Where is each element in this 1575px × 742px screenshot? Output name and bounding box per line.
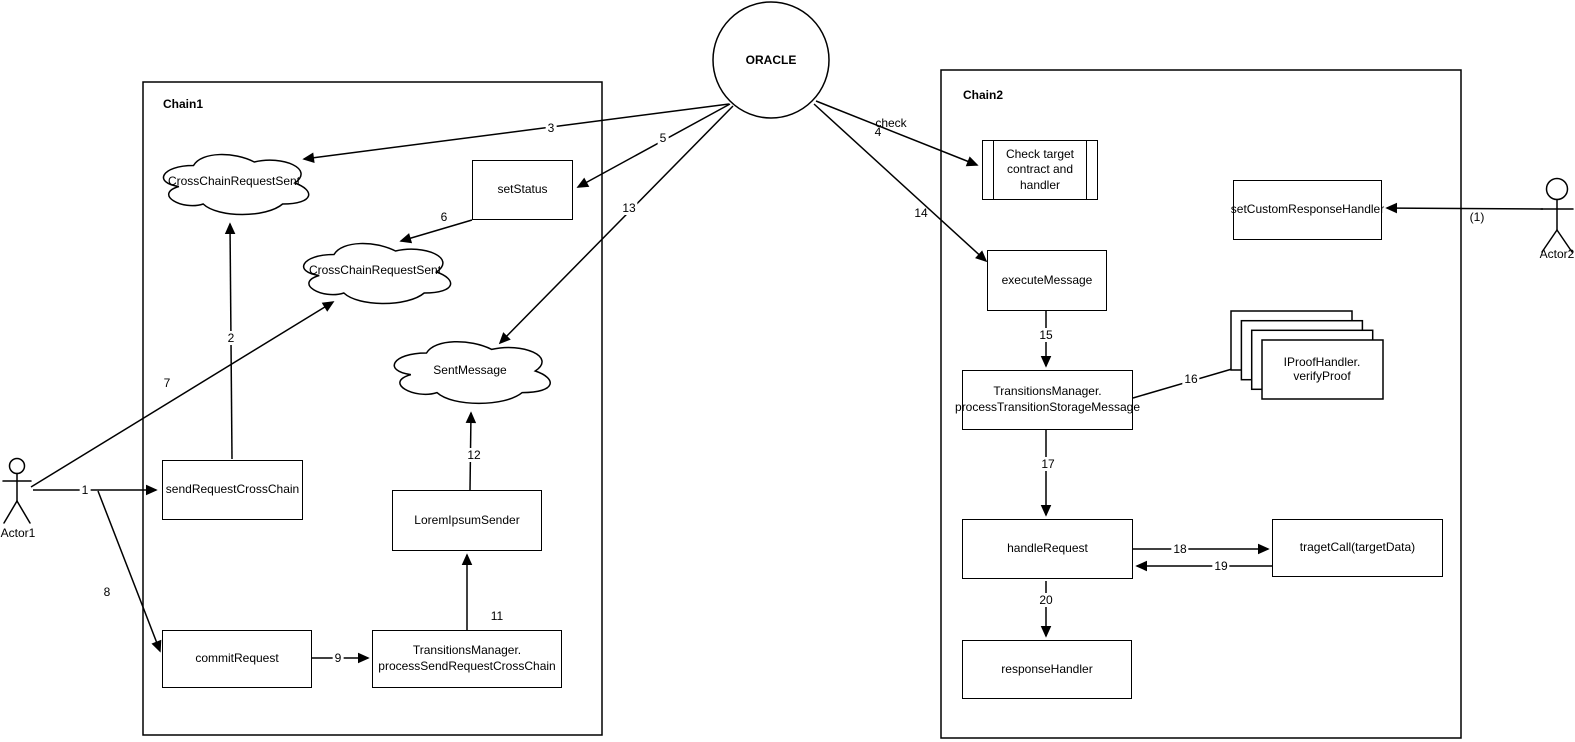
node-checkTargetContractAndHandler[interactable]: Check target contract and handler	[982, 140, 1098, 200]
edge-label-8: 8	[103, 585, 111, 599]
edge-label-paren1: (1)	[1469, 210, 1485, 224]
process-bar-left	[993, 140, 994, 200]
edge-label-5: 5	[657, 131, 669, 145]
edge-setCustomResponseHandler	[1387, 208, 1544, 209]
edge-14	[813, 103, 986, 261]
node-iProofHandler-label: IProofHandler. verifyProof	[1284, 355, 1361, 383]
node-setCustomResponseHandler-label: setCustomResponseHandler	[1230, 202, 1385, 217]
node-commitRequest-label: commitRequest	[195, 651, 279, 666]
edge-13	[500, 105, 734, 343]
edge-label-20: 20	[1037, 593, 1055, 607]
edge-label-12: 12	[465, 448, 483, 462]
edge-5	[578, 103, 731, 187]
node-iproof-line2: verifyProof	[1293, 369, 1351, 383]
node-sendRequestCrossChain[interactable]: sendRequestCrossChain	[162, 460, 303, 520]
edge-label-9: 9	[332, 651, 344, 665]
oracle-circle[interactable]	[712, 1, 830, 119]
edge-label-17: 17	[1039, 457, 1057, 471]
node-transitionsManager-processTransitionStorageMessage[interactable]: TransitionsManager. processTransitionSto…	[955, 370, 1140, 430]
node-handleRequest[interactable]: handleRequest	[962, 519, 1133, 579]
edge-7	[30, 302, 333, 488]
cloud-sentMessage[interactable]	[393, 340, 551, 405]
edge-8	[97, 490, 160, 651]
node-executeMessage-label: executeMessage	[1001, 272, 1093, 287]
edge-label-6: 6	[440, 210, 448, 224]
node-tragetCall-label: tragetCall(targetData)	[1299, 540, 1416, 555]
node-sendRequestCrossChain-label: sendRequestCrossChain	[165, 482, 300, 497]
node-handleRequest-label: handleRequest	[1007, 541, 1088, 556]
node-executeMessage[interactable]: executeMessage	[987, 250, 1107, 311]
cloud-crossChainRequestSent-1[interactable]	[162, 153, 310, 216]
node-tm-send-line2: processSendRequestCrossChain	[378, 659, 556, 673]
node-checkTarget-label: Check target contract and handler	[1005, 146, 1075, 192]
node-setStatus-label: setStatus	[497, 182, 548, 197]
node-commitRequest[interactable]: commitRequest	[162, 630, 312, 688]
cloud-label-sentMessage: SentMessage	[433, 363, 507, 377]
edge-label-19: 19	[1212, 559, 1230, 573]
node-tragetCall[interactable]: tragetCall(targetData)	[1272, 519, 1443, 577]
node-tm-transition-line1: TransitionsManager.	[993, 384, 1102, 399]
cloud-label-crossChainRequestSent-1: CrossChainRequestSent	[167, 174, 301, 188]
edge-label-14: 14	[914, 206, 928, 220]
cloud-label-crossChainRequestSent-2: CrossChainRequestSent	[308, 263, 442, 277]
node-loremIpsumSender[interactable]: LoremIpsumSender	[392, 490, 542, 551]
edge-3	[304, 103, 730, 159]
actor2-label: Actor2	[1539, 247, 1575, 261]
edge-label-2: 2	[225, 331, 237, 345]
edge-label-3: 3	[545, 121, 557, 135]
cloud-crossChainRequestSent-2[interactable]	[303, 242, 452, 305]
edge-label-16: 16	[1182, 372, 1200, 386]
node-loremIpsumSender-label: LoremIpsumSender	[414, 512, 520, 527]
edge-label-7: 7	[163, 376, 171, 390]
node-iproof-line1: IProofHandler.	[1283, 355, 1361, 369]
actor1-label: Actor1	[0, 526, 36, 540]
node-responseHandler-label: responseHandler	[1001, 661, 1093, 676]
edge-label-13: 13	[620, 201, 638, 215]
oracle-label: ORACLE	[745, 53, 797, 67]
edge-6	[401, 219, 473, 241]
actor1-figure[interactable]	[2, 457, 32, 524]
node-setStatus[interactable]: setStatus	[472, 160, 573, 220]
chain1-container[interactable]	[142, 81, 603, 736]
chain1-title: Chain1	[163, 97, 204, 111]
node-tm-send-line1: TransitionsManager.	[412, 643, 522, 658]
edge-label-18: 18	[1171, 542, 1189, 556]
chain2-title: Chain2	[963, 88, 1004, 102]
edge-label-11: 11	[490, 609, 504, 623]
edge-label-15: 15	[1037, 328, 1055, 342]
chain2-container[interactable]	[940, 69, 1462, 739]
edge-label-4: 4	[874, 125, 882, 139]
edge-4	[815, 100, 977, 165]
node-tm-transition-line2: processTransitionStorageMessage	[955, 400, 1140, 414]
node-transitionsManager-processSendRequestCrossChain[interactable]: TransitionsManager. processSendRequestCr…	[372, 630, 562, 688]
actor2-figure[interactable]	[1540, 177, 1574, 253]
iproofhandler-stack[interactable]	[1230, 310, 1384, 400]
edge-label-check: check	[875, 116, 907, 130]
node-responseHandler[interactable]: responseHandler	[962, 640, 1132, 699]
edge-label-1: 1	[79, 483, 91, 497]
process-bar-right	[1086, 140, 1087, 200]
node-setCustomResponseHandler[interactable]: setCustomResponseHandler	[1230, 180, 1385, 240]
